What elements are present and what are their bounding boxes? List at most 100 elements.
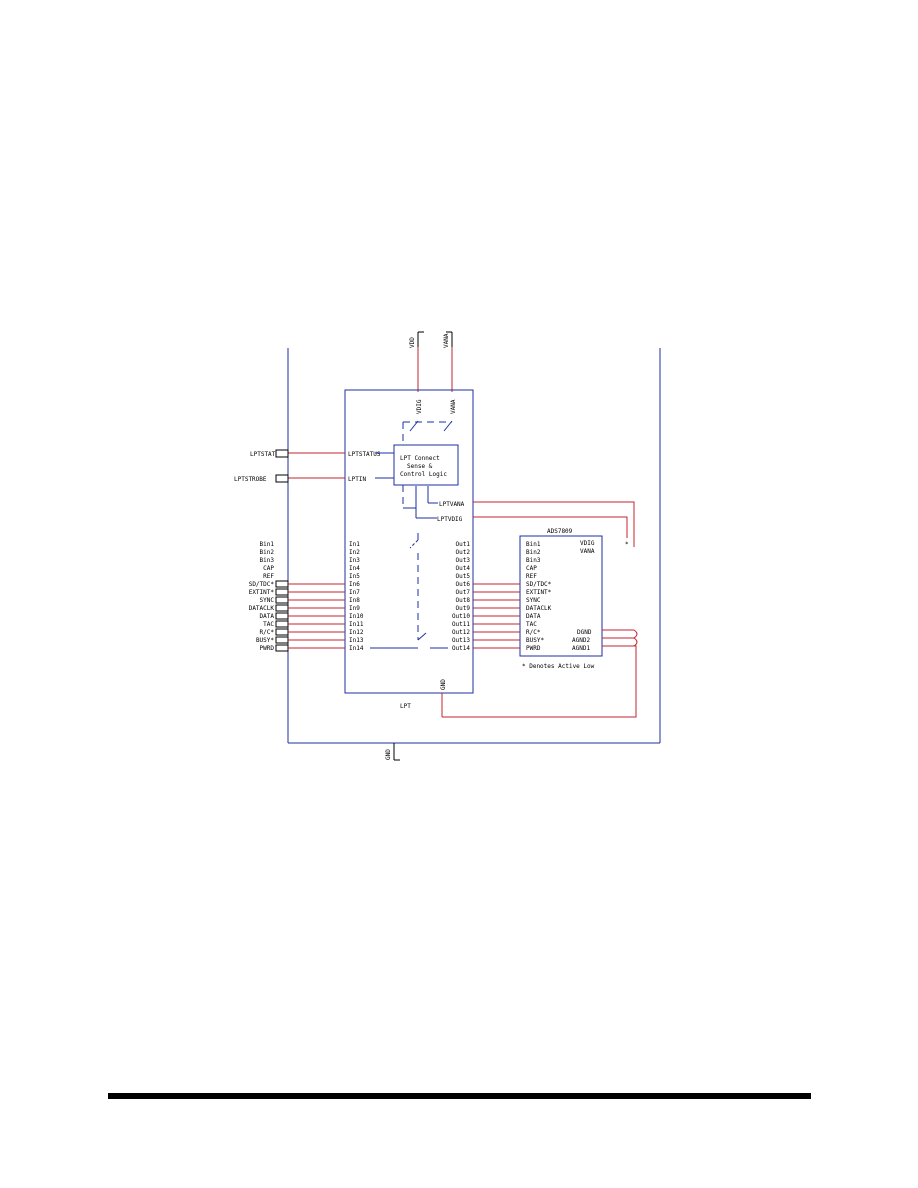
ads-left-pin-label: R/C*	[526, 629, 541, 636]
ads-left-pin-label: SYNC	[526, 597, 541, 604]
lpt-input-label: In4	[349, 565, 360, 572]
lpt-output-label: Out3	[456, 557, 471, 564]
connector-pin-label: TAC	[263, 621, 274, 628]
lpt-vdig-out-wire	[473, 516, 628, 538]
ads-agnd2-pin: AGND2	[572, 637, 590, 644]
ads-left-pin-label: DATACLK	[526, 605, 552, 612]
ads-left-pin-label: PWRD	[526, 645, 541, 652]
ads-left-pin-label: CAP	[526, 565, 537, 572]
lpt-output-label: Out5	[456, 573, 471, 580]
connector-pin-box	[275, 628, 289, 636]
ads-vdig-pin: VDIG	[580, 540, 595, 547]
lpt-in-pin: LPTIN	[348, 476, 366, 483]
lpt-input-label: In2	[349, 549, 360, 556]
lpt-input-label: In5	[349, 573, 360, 580]
lptstat-label: LPTSTAT	[250, 451, 276, 458]
lpt-input-label: In1	[349, 541, 360, 548]
connector-pin-label: DATACLK	[249, 605, 275, 612]
lpt-input-label: In11	[349, 621, 364, 628]
lptstat-pin-box	[275, 449, 289, 458]
connector-pin-box	[275, 588, 289, 596]
logic-line3: Control Logic	[400, 471, 447, 478]
ads-agnd1-pin: AGND1	[572, 645, 590, 652]
connector-pin-box	[275, 644, 289, 652]
lpt-input-label: In14	[349, 645, 364, 652]
connector-pin-label: DATA	[260, 613, 275, 620]
logic-line2: Sense &	[407, 463, 433, 470]
ads-left-pins: Bin1Bin2Bin3CAPREFSD/TDC*EXTINT*SYNCDATA…	[526, 541, 552, 652]
connector-pin-label: EXTINT*	[249, 589, 275, 596]
connector-pin-label: Bin3	[260, 557, 275, 564]
ads-left-pin-label: SD/TDC*	[526, 581, 552, 588]
lpt-vana-out-wire	[473, 501, 635, 547]
lpt-status-pin: LPTSTATUS	[348, 451, 381, 458]
lpt-output-label: Out13	[452, 637, 470, 644]
connector-pin-box	[275, 612, 289, 620]
ads7809-title: ADS7809	[547, 528, 573, 535]
ads7809-block	[519, 535, 603, 657]
connector-pin-label: REF	[263, 573, 274, 580]
lpt-output-label: Out8	[456, 597, 471, 604]
lpt-input-label: In8	[349, 597, 360, 604]
footer-rule	[108, 1093, 811, 1099]
lpt-input-label: In3	[349, 557, 360, 564]
connector-pin-box	[275, 636, 289, 644]
lpt-io-pins: In1In2In3In4In5In6In7In8In9In10In11In12I…	[349, 541, 520, 652]
ads-left-pin-label: Bin3	[526, 557, 541, 564]
lptstrobe-pin-box	[275, 474, 289, 483]
lpt-output-label: Out9	[456, 605, 471, 612]
ads-left-pin-label: Bin1	[526, 541, 541, 548]
gnd-power-symbol: GND	[385, 743, 400, 761]
ads-left-pin-label: REF	[526, 573, 537, 580]
vdd-label: VDD	[409, 337, 416, 348]
left-connector-pins: Bin1Bin2Bin3CAPREFSD/TDC*EXTINT*SYNCDATA…	[249, 541, 345, 652]
lpt-output-label: Out11	[452, 621, 470, 628]
lpt-input-label: In7	[349, 589, 360, 596]
lpt-vdig-out-label: LPTVDIG	[437, 516, 463, 523]
lpt-block	[344, 389, 474, 694]
vana-power-symbol: VANA	[443, 331, 453, 392]
connector-pin-label: BUSY*	[256, 637, 274, 644]
lpt-input-label: In6	[349, 581, 360, 588]
connector-pin-label: Bin1	[260, 541, 275, 548]
lpt-switch-lines	[402, 420, 453, 641]
ads-dgnd-pin: DGND	[577, 629, 592, 636]
vana-label: VANA	[443, 333, 450, 348]
connector-pin-label: CAP	[263, 565, 274, 572]
connector-pin-label: SYNC	[260, 597, 275, 604]
lpt-output-label: Out7	[456, 589, 471, 596]
connector-pin-label: SD/TDC*	[249, 581, 275, 588]
lpt-output-label: Out10	[452, 613, 470, 620]
lpt-output-label: Out4	[456, 565, 471, 572]
lpt-vdig-pin: VDIG	[416, 399, 423, 414]
ads-left-pin-label: DATA	[526, 613, 541, 620]
lpt-output-label: Out12	[452, 629, 470, 636]
lpt-input-label: In10	[349, 613, 364, 620]
lpt-name-label: LPT	[400, 703, 411, 710]
ads-left-pin-label: BUSY*	[526, 637, 544, 644]
ads-ground-wires	[442, 629, 638, 718]
lpt-input-label: In12	[349, 629, 364, 636]
lpt-output-label: Out1	[456, 541, 471, 548]
lpt-output-label: Out6	[456, 581, 471, 588]
connector-pin-box	[275, 604, 289, 612]
lpt-input-label: In9	[349, 605, 360, 612]
connector-pin-label: PWRD	[260, 645, 275, 652]
ads-left-pin-label: TAC	[526, 621, 537, 628]
connector-pin-label: Bin2	[260, 549, 275, 556]
ads-left-pin-label: Bin2	[526, 549, 541, 556]
ads-vana-pin: VANA	[580, 548, 595, 555]
marker-star: *	[625, 541, 629, 548]
lpt-vana-pin: VANA	[450, 399, 457, 414]
vdd-power-symbol: VDD	[409, 331, 424, 392]
lpt-output-label: Out14	[452, 645, 470, 652]
lpt-vana-out-label: LPTVANA	[439, 501, 465, 508]
connector-pin-box	[275, 620, 289, 628]
connector-pin-box	[275, 596, 289, 604]
gnd-label: GND	[385, 749, 392, 760]
ads-left-pin-label: EXTINT*	[526, 589, 552, 596]
logic-line1: LPT Connect	[400, 455, 440, 462]
lpt-gnd-pin: GND	[440, 679, 447, 690]
connector-pin-label: R/C*	[260, 629, 275, 636]
